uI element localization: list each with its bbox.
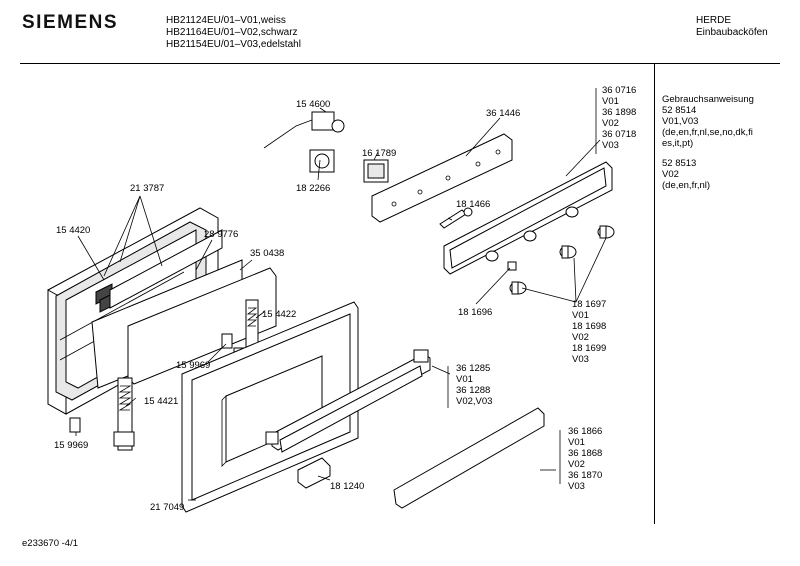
- model-line: HB21154EU/01–V03,edelstahl: [166, 39, 301, 50]
- part-label: 15 4600: [296, 99, 331, 110]
- sidebar-divider: [654, 64, 655, 524]
- knob-shaft: [439, 207, 473, 229]
- part-label: 18 1240: [330, 481, 365, 492]
- control-panel: [443, 161, 613, 275]
- product-category: HERDE Einbaubacköfen: [696, 15, 768, 39]
- part-group-drawer: 36 1866 V01 36 1868 V02 36 1870 V03: [568, 426, 602, 492]
- part-label: 15 9969: [54, 440, 89, 451]
- manual-info-block: Gebrauchsanweisung 52 8514 V01,V03 (de,e…: [662, 94, 754, 149]
- drawing-id: e233670 -4/1: [22, 538, 78, 549]
- door-handle: [265, 349, 431, 453]
- thermostat: [263, 111, 345, 149]
- part-line: 18 1699: [572, 343, 607, 354]
- part-line: 36 1898: [602, 107, 637, 118]
- part-line: V01: [456, 374, 473, 385]
- manual-line: 52 8514: [662, 105, 697, 116]
- brand-logo: SIEMENS: [22, 12, 119, 33]
- part-label: 21 3787: [130, 183, 165, 194]
- part-line: 36 1866: [568, 426, 603, 437]
- part-label: 15 4420: [56, 225, 91, 236]
- model-line: HB21124EU/01–V01,weiss: [166, 15, 286, 26]
- knob-spacer: [507, 261, 517, 271]
- model-list: HB21124EU/01–V01,weiss HB21164EU/01–V02,…: [166, 15, 301, 51]
- part-line: V03: [602, 140, 619, 151]
- part-line: V02: [572, 332, 589, 343]
- selector-switch: [363, 159, 389, 183]
- handle-bracket: [297, 457, 331, 489]
- leader-lines: [75, 88, 607, 501]
- part-label: 18 1466: [456, 199, 491, 210]
- part-group-control-panel: 36 0716 V01 36 1898 V02 36 0718 V03: [602, 85, 636, 151]
- part-line: 18 1697: [572, 299, 607, 310]
- manual-line: es,it,pt): [662, 138, 694, 149]
- part-label: 15 9969: [176, 360, 211, 371]
- manual-line: Gebrauchsanweisung: [662, 94, 754, 105]
- hinge-bushing-1: [69, 417, 81, 433]
- part-label: 21 7049: [150, 502, 185, 513]
- hinge-left: [113, 377, 135, 451]
- part-label: 15 4422: [262, 309, 297, 320]
- part-group-handle: 36 1285 V01 36 1288 V02,V03: [456, 363, 492, 407]
- control-knob-3: [597, 225, 615, 239]
- manual-line: (de,en,fr,nl): [662, 180, 711, 191]
- part-line: V01: [602, 96, 619, 107]
- part-line: 36 1288: [456, 385, 491, 396]
- manual-line: V02: [662, 169, 679, 180]
- part-line: V03: [572, 354, 589, 365]
- part-line: 36 1285: [456, 363, 491, 374]
- part-line: V02: [568, 459, 585, 470]
- part-label: 36 1446: [486, 108, 521, 119]
- manual-line: (de,en,fr,nl,se,no,dk,fi: [662, 127, 753, 138]
- part-line: V01: [568, 437, 585, 448]
- manual-info-block-2: 52 8513 V02 (de,en,fr,nl): [662, 158, 710, 191]
- circuit-board: [371, 133, 513, 223]
- part-line: 18 1698: [572, 321, 607, 332]
- part-group-knobs: 18 1697 V01 18 1698 V02 18 1699 V03: [572, 299, 606, 365]
- hinge-bushing-2: [221, 333, 233, 349]
- part-label: 18 1696: [458, 307, 493, 318]
- part-line: V02,V03: [456, 396, 493, 407]
- part-label: 16 1789: [362, 148, 397, 159]
- part-line: 36 0716: [602, 85, 637, 96]
- part-line: 36 1870: [568, 470, 603, 481]
- part-label: 18 2266: [296, 183, 331, 194]
- part-label: 15 4421: [144, 396, 179, 407]
- model-line: HB21164EU/01–V02,schwarz: [166, 27, 298, 38]
- timer: [309, 149, 335, 173]
- category-label: Einbaubacköfen: [696, 27, 768, 38]
- part-label: 35 0438: [250, 248, 285, 259]
- control-knob-1: [509, 281, 527, 295]
- part-line: V01: [572, 310, 589, 321]
- part-label: 28 9776: [204, 229, 239, 240]
- part-line: V02: [602, 118, 619, 129]
- part-line: V03: [568, 481, 585, 492]
- inner-glass-panel: [109, 229, 223, 309]
- manual-line: 52 8513: [662, 158, 697, 169]
- part-line: 36 0718: [602, 129, 637, 140]
- drawer-panel: [393, 407, 545, 509]
- maker-label: HERDE: [696, 15, 732, 26]
- manual-line: V01,V03: [662, 116, 699, 127]
- part-line: 36 1868: [568, 448, 603, 459]
- header-rule: [20, 63, 780, 64]
- oven-door: [181, 301, 359, 513]
- control-knob-2: [559, 245, 577, 259]
